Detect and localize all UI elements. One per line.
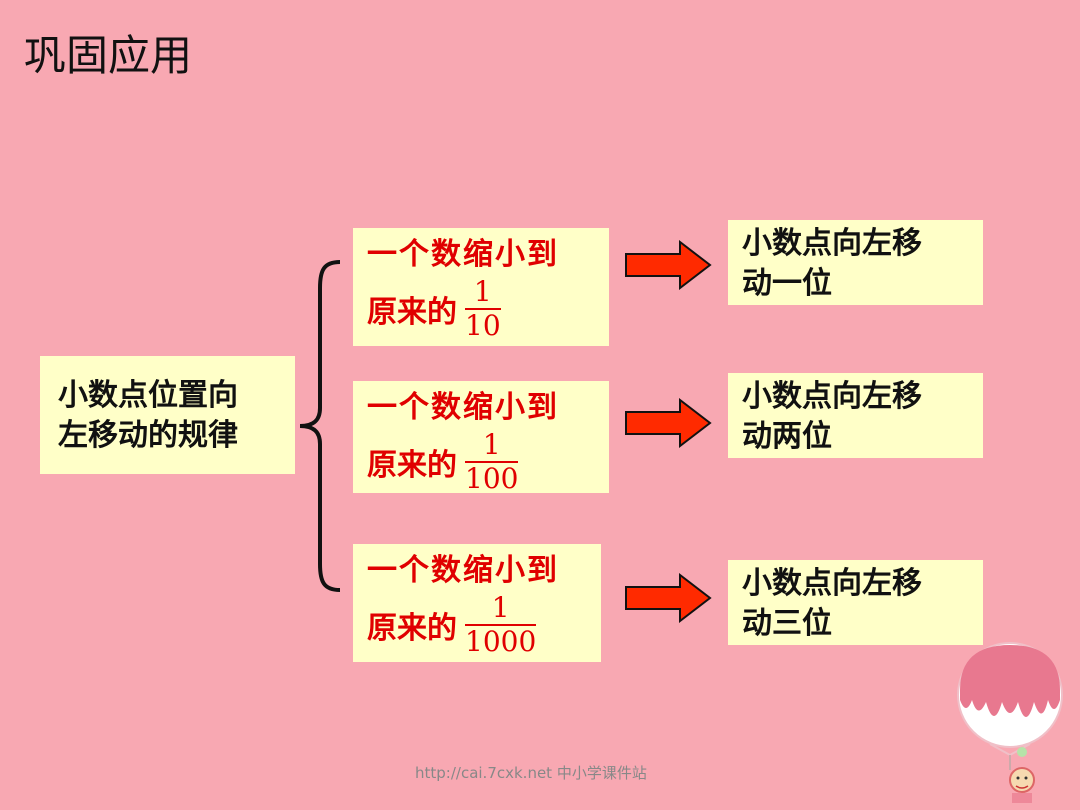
fraction-numerator: 1 xyxy=(482,428,501,461)
slide-title: 巩固应用 xyxy=(24,31,193,80)
condition-box-1: 一个数缩小到 原来的 1 10 xyxy=(353,228,609,346)
balloon-icon xyxy=(957,642,1063,803)
curly-brace xyxy=(299,260,341,592)
result-line-2: 动一位 xyxy=(742,266,832,301)
result-line-1: 小数点向左移 xyxy=(742,379,922,414)
result-box-1: 小数点向左移 动一位 xyxy=(728,220,983,305)
right-arrow-icon xyxy=(625,240,712,290)
condition-prefix: 原来的 xyxy=(367,448,457,483)
condition-line-1: 一个数缩小到 xyxy=(367,553,559,588)
footer-watermark: http://cai.7cxk.net 中小学课件站 xyxy=(415,764,647,782)
fraction: 1 10 xyxy=(465,278,501,340)
condition-line-1: 一个数缩小到 xyxy=(367,237,559,272)
root-line-1: 小数点位置向 xyxy=(58,378,238,413)
condition-box-2: 一个数缩小到 原来的 1 100 xyxy=(353,381,609,493)
fraction: 1 100 xyxy=(465,428,519,495)
result-box-2: 小数点向左移 动两位 xyxy=(728,373,983,458)
fraction-denominator: 10 xyxy=(465,309,501,342)
fraction: 1 1000 xyxy=(465,591,537,658)
fraction-denominator: 1000 xyxy=(465,625,537,658)
result-line-1: 小数点向左移 xyxy=(742,566,922,601)
condition-prefix: 原来的 xyxy=(367,295,457,330)
result-box-3: 小数点向左移 动三位 xyxy=(728,560,983,645)
right-arrow-icon xyxy=(625,398,712,448)
result-line-2: 动两位 xyxy=(742,419,832,454)
result-line-1: 小数点向左移 xyxy=(742,226,922,261)
right-arrow-icon xyxy=(625,573,712,623)
fraction-numerator: 1 xyxy=(491,591,510,624)
root-line-2: 左移动的规律 xyxy=(58,418,238,453)
result-line-2: 动三位 xyxy=(742,606,832,641)
condition-line-1: 一个数缩小到 xyxy=(367,390,559,425)
fraction-numerator: 1 xyxy=(473,275,492,308)
condition-box-3: 一个数缩小到 原来的 1 1000 xyxy=(353,544,601,662)
condition-prefix: 原来的 xyxy=(367,611,457,646)
fraction-denominator: 100 xyxy=(465,462,519,495)
root-concept-box: 小数点位置向 左移动的规律 xyxy=(40,356,295,474)
